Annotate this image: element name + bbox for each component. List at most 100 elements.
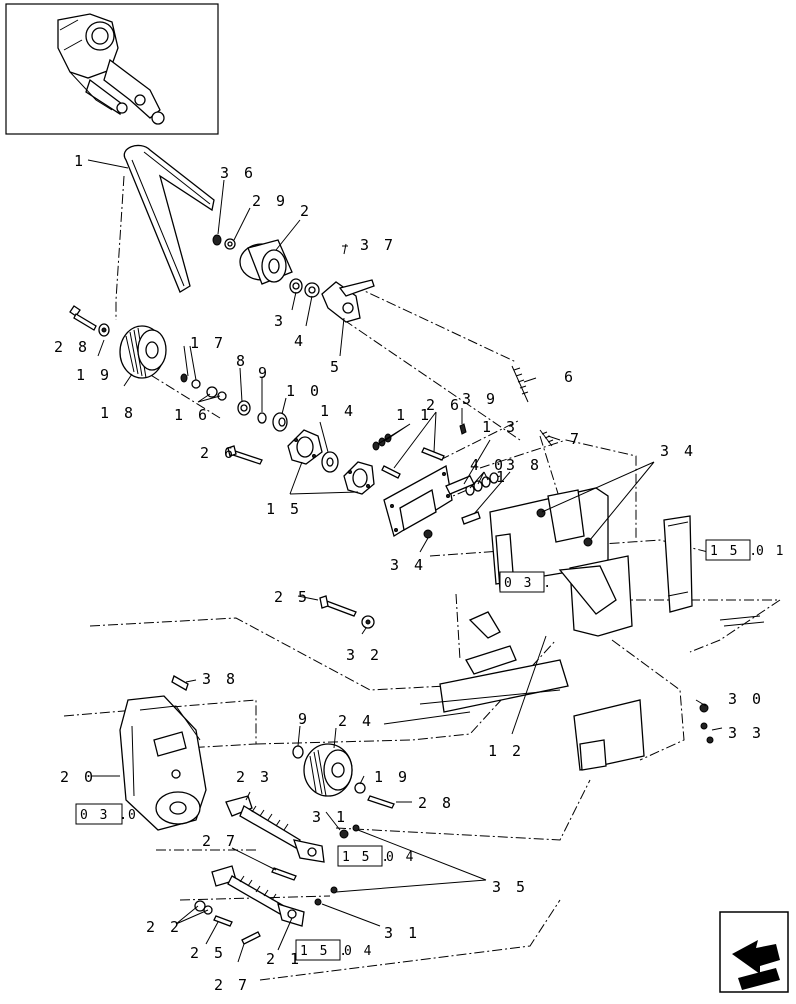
bolt-26-right[interactable] bbox=[421, 447, 445, 461]
label-35: 3 5 bbox=[492, 878, 528, 896]
label-5: 5 bbox=[330, 358, 342, 376]
ring-9-lower[interactable] bbox=[292, 745, 304, 759]
label-39: 3 9 bbox=[462, 390, 498, 408]
drive-pulley[interactable] bbox=[119, 325, 167, 379]
label-9-lower: 9 bbox=[298, 710, 310, 728]
thumbnail-assembly-drawing bbox=[57, 13, 165, 125]
label-21: 2 1 bbox=[266, 950, 302, 968]
xref-15-04-upper-box: 1 5 . bbox=[342, 850, 391, 865]
label-2: 2 bbox=[300, 202, 312, 220]
nut-35-a[interactable] bbox=[352, 824, 360, 832]
label-3: 3 bbox=[274, 312, 286, 330]
xref-15-01[interactable]: 1 5 . 0 1 bbox=[705, 539, 785, 561]
washer-36[interactable] bbox=[212, 234, 222, 246]
pin-37[interactable] bbox=[342, 243, 348, 255]
pin-39[interactable] bbox=[459, 423, 467, 435]
label-14: 1 4 bbox=[320, 402, 356, 420]
bolt-25-lower[interactable] bbox=[213, 915, 233, 927]
label-7: 7 bbox=[570, 430, 582, 448]
washers-22[interactable] bbox=[194, 900, 213, 915]
washer-19-lower[interactable] bbox=[354, 782, 366, 794]
bearing-flange-front[interactable] bbox=[287, 429, 323, 465]
label-26-mid: 2 6 bbox=[426, 396, 462, 414]
label-1-right: 1 bbox=[496, 468, 508, 486]
label-12: 1 2 bbox=[488, 742, 524, 760]
nut-31-lower[interactable] bbox=[314, 898, 322, 906]
label-36: 3 6 bbox=[220, 164, 256, 182]
driveshaft-upper[interactable] bbox=[225, 795, 325, 863]
label-15: 1 5 bbox=[266, 500, 302, 518]
gearbox-pulley[interactable] bbox=[303, 743, 353, 797]
label-37: 3 7 bbox=[360, 236, 396, 254]
back-arrow-icon[interactable] bbox=[719, 911, 789, 993]
label-11: 1 1 bbox=[396, 406, 432, 424]
nut-8[interactable] bbox=[237, 400, 251, 416]
label-4: 4 bbox=[294, 332, 306, 350]
label-20: 2 0 bbox=[60, 768, 96, 786]
label-38-lower: 3 8 bbox=[202, 670, 238, 688]
ring-9[interactable] bbox=[257, 412, 267, 424]
label-34-lower: 3 4 bbox=[390, 556, 426, 574]
bearing-flange-rear[interactable] bbox=[343, 461, 375, 495]
leader-lines bbox=[87, 159, 723, 963]
xref-15-04-upper[interactable]: 1 5 . 0 4 bbox=[337, 845, 415, 867]
gearbox[interactable] bbox=[119, 695, 207, 831]
idler-arm[interactable] bbox=[321, 279, 375, 323]
drive-belt[interactable] bbox=[123, 144, 215, 293]
bolt-27-upper[interactable] bbox=[271, 867, 297, 881]
label-31-lower: 3 1 bbox=[384, 924, 420, 942]
label-24: 2 4 bbox=[338, 712, 374, 730]
washers-17[interactable] bbox=[180, 373, 201, 389]
label-34-right: 3 4 bbox=[660, 442, 696, 460]
nut-31-upper[interactable] bbox=[339, 829, 349, 839]
xref-03-lower-box: 0 3 . bbox=[80, 808, 129, 823]
washer-4[interactable] bbox=[304, 282, 320, 298]
washer-32[interactable] bbox=[361, 615, 375, 629]
key-38-lower[interactable] bbox=[171, 675, 189, 691]
label-28-upper: 2 8 bbox=[54, 338, 90, 356]
driveshaft-lower[interactable] bbox=[211, 865, 305, 927]
label-10: 1 0 bbox=[286, 382, 322, 400]
nut-35-b[interactable] bbox=[330, 886, 338, 894]
overview-thumbnail[interactable] bbox=[5, 3, 219, 135]
mounting-plate[interactable] bbox=[383, 464, 453, 538]
label-17: 1 7 bbox=[190, 334, 226, 352]
bolt-25-upper[interactable] bbox=[319, 595, 357, 617]
washer-19[interactable] bbox=[98, 323, 110, 337]
key-38-upper[interactable] bbox=[461, 511, 481, 525]
bolt-26-left[interactable] bbox=[227, 445, 263, 465]
label-30: 3 0 bbox=[728, 690, 764, 708]
xref-03-lower[interactable]: 0 3 . 0 bbox=[75, 803, 138, 825]
spring-7[interactable] bbox=[539, 429, 554, 447]
nut-34-lower[interactable] bbox=[423, 529, 433, 539]
label-16: 1 6 bbox=[174, 406, 210, 424]
nut-33[interactable] bbox=[700, 722, 714, 744]
bolt-28-lower[interactable] bbox=[367, 795, 395, 809]
label-8: 8 bbox=[236, 352, 248, 370]
xref-15-01-box: 1 5 . bbox=[710, 544, 759, 559]
collar-10[interactable] bbox=[272, 412, 288, 432]
label-33: 3 3 bbox=[728, 724, 764, 742]
xref-15-04-lower[interactable]: 1 5 . 0 4 bbox=[295, 939, 373, 961]
label-22: 2 2 bbox=[146, 918, 182, 936]
label-13: 1 3 bbox=[482, 418, 518, 436]
label-19-upper: 1 9 bbox=[76, 366, 112, 384]
xref-15-01-tail: 0 1 bbox=[756, 544, 785, 559]
washers-16[interactable] bbox=[206, 386, 227, 401]
idler-pulley[interactable] bbox=[239, 239, 293, 285]
bolt-27-lower[interactable] bbox=[241, 931, 261, 945]
spring-6[interactable] bbox=[511, 365, 529, 403]
bolt-28[interactable] bbox=[69, 305, 97, 331]
bearing-14[interactable] bbox=[321, 451, 339, 473]
washers-40[interactable] bbox=[465, 472, 499, 496]
nut-34-a[interactable] bbox=[536, 508, 546, 518]
label-18: 1 8 bbox=[100, 404, 136, 422]
bolt-26-mid[interactable] bbox=[381, 465, 401, 479]
xref-03-upper[interactable]: 0 3 . bbox=[499, 571, 553, 593]
label-1: 1 bbox=[74, 152, 86, 170]
washer-29[interactable] bbox=[224, 238, 236, 250]
label-32: 3 2 bbox=[346, 646, 382, 664]
spacer-3[interactable] bbox=[289, 278, 303, 294]
xref-03-lower-tail: 0 bbox=[128, 808, 138, 823]
label-26-left: 2 6 bbox=[200, 444, 236, 462]
